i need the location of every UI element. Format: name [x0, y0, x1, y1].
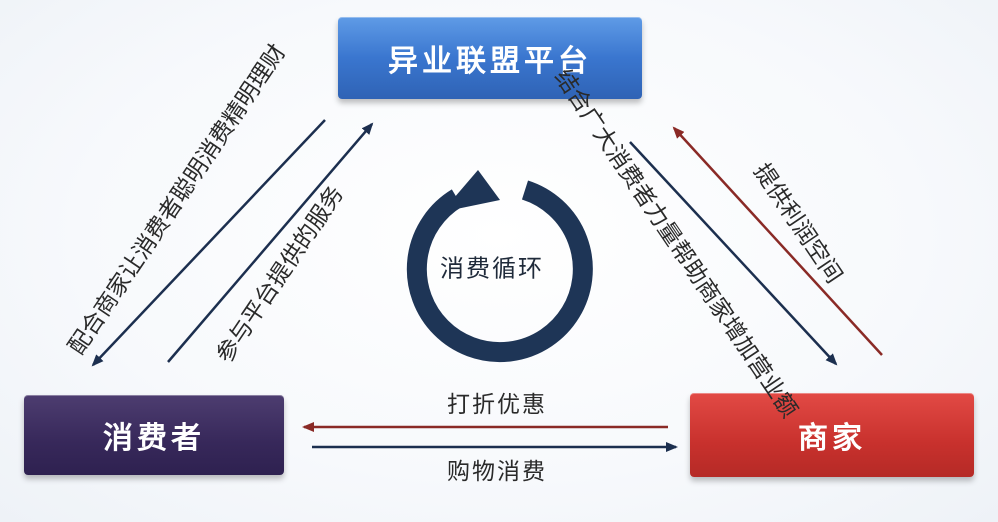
label-merchant-to-consumer: 打折优惠	[447, 392, 547, 418]
merchant-node-label: 商家	[798, 421, 866, 456]
consumer-node: 消费者	[24, 395, 284, 475]
cycle-arrowhead	[442, 170, 500, 212]
cycle-ring	[406, 180, 593, 363]
label-consumer-to-merchant: 购物消费	[447, 459, 547, 485]
arrow-consumer-to-platform	[167, 122, 374, 363]
consumer-node-label: 消费者	[103, 421, 205, 456]
platform-node: 异业联盟平台	[338, 17, 642, 99]
merchant-node: 商家	[690, 393, 974, 477]
arrow-merchant-to-platform	[672, 126, 883, 356]
arrow-platform-to-merchant	[629, 141, 838, 366]
cycle-label: 消费循环	[440, 254, 544, 283]
arrow-platform-to-consumer	[91, 119, 326, 367]
platform-node-label: 异业联盟平台	[388, 44, 592, 79]
